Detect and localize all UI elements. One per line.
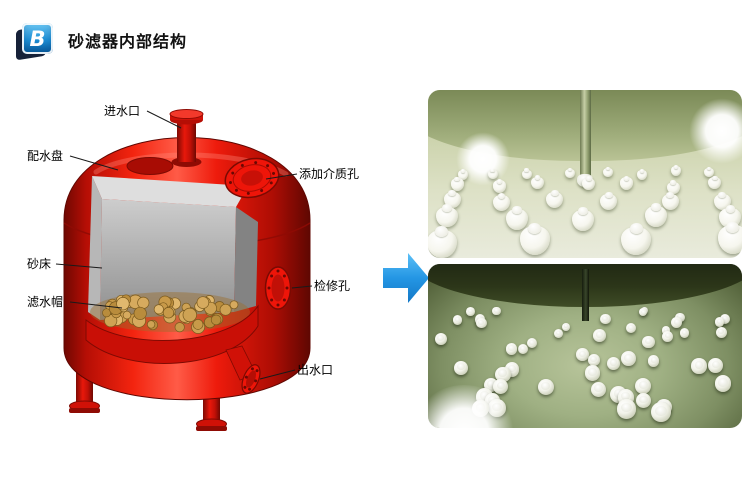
filter-cap [526,337,538,349]
section-badge: B [16,22,56,61]
media-port-flange [224,157,280,199]
right-arrow-icon [383,253,429,303]
filter-cap [492,306,501,316]
filter-cap [621,223,652,256]
filter-cap [434,333,448,346]
filter-cap [454,360,469,375]
label-access-port: 检修孔 [314,279,351,293]
label-inlet: 进水口 [104,104,141,118]
filter-cap [435,204,458,228]
filter-cap [715,326,727,338]
filter-cap [492,192,510,212]
center-pipe [580,90,591,178]
filter-cap [671,317,683,329]
filter-cap [428,226,457,258]
filter-cap [546,189,564,209]
filter-cap [493,178,507,193]
photo-filter-nozzles-floor [428,90,742,258]
outlet-flange [241,364,261,394]
label-filter-nozzle: 滤水帽 [27,295,64,309]
filter-cap [645,203,668,227]
filter-cap [708,175,722,190]
filter-cap [495,366,511,382]
filter-cap [582,176,596,191]
filter-cap [476,317,487,329]
filter-cap [452,315,463,325]
filter-cap [708,357,724,373]
filter-cap [600,313,611,325]
filter-cap [443,189,461,208]
sand-filter-diagram: 进水口 配水盘 添加介质孔 砂床 滤水帽 检修孔 出水口 [0,80,420,480]
filter-cap [587,354,600,366]
filter-cap [648,355,660,367]
filter-cap [505,343,518,355]
label-media-fill-port: 添加介质孔 [299,167,360,181]
label-sand-bed: 砂床 [27,257,52,271]
photo-filter-nozzles-dome [428,264,742,428]
filter-cap [616,399,636,419]
filter-cap [553,328,564,339]
outlet-pipe [225,345,261,394]
filter-cap [505,206,528,230]
filter-cap [619,175,633,190]
inlet-pipe [126,109,204,175]
filter-cap [714,375,732,392]
filter-cap [679,328,690,338]
filter-cap [625,322,637,334]
filter-cap [564,167,575,179]
leader-lines [55,110,313,380]
filter-cap [584,365,600,381]
center-pipe-thin [582,268,589,322]
filter-cap [662,331,674,342]
badge-letter: B [22,23,53,54]
filter-cap [517,344,528,355]
filter-cap [450,176,464,191]
filter-cap [576,348,589,361]
filter-cap [661,326,671,335]
filter-cap [600,192,618,211]
page-header: B 砂滤器内部结构 [16,22,188,61]
filter-nozzle-field [428,90,742,258]
page-title: 砂滤器内部结构 [68,32,188,51]
lamp-glow-right-icon [688,98,742,165]
label-distribution-plate: 配水盘 [27,149,64,163]
filter-cap [717,222,742,254]
filter-cap [719,314,731,325]
filter-cap [635,377,652,394]
filter-cap [670,165,681,176]
sand-filter-tank-illustration [55,109,313,431]
cutaway-interior [85,176,259,364]
filter-cap [590,381,607,397]
filter-cap [493,379,509,395]
filter-cap [458,169,469,180]
filter-cap [593,329,607,342]
filter-cap [642,335,655,349]
filter-cap [562,322,571,331]
filter-cap [621,351,637,367]
manhole-flange [264,266,292,310]
filter-cap [650,402,671,423]
filter-cap [666,180,680,195]
filter-cap [691,358,707,374]
filter-cap [521,168,532,179]
filter-cap [487,168,498,180]
filter-cap [639,308,648,317]
filter-cap [714,317,725,327]
filter-cap [531,175,545,190]
filter-cap [519,222,550,255]
sand-media [102,294,239,334]
filter-cap [602,166,613,178]
filter-cap [661,192,679,211]
filter-cap [466,307,475,317]
filter-cap [704,166,715,178]
filter-cap [537,379,554,396]
filter-cap [636,169,647,180]
filter-cap [636,393,652,409]
filter-cap [606,356,620,370]
filter-cap [571,207,594,231]
filter-nozzle-field [428,264,742,428]
label-outlet: 出水口 [297,363,334,377]
